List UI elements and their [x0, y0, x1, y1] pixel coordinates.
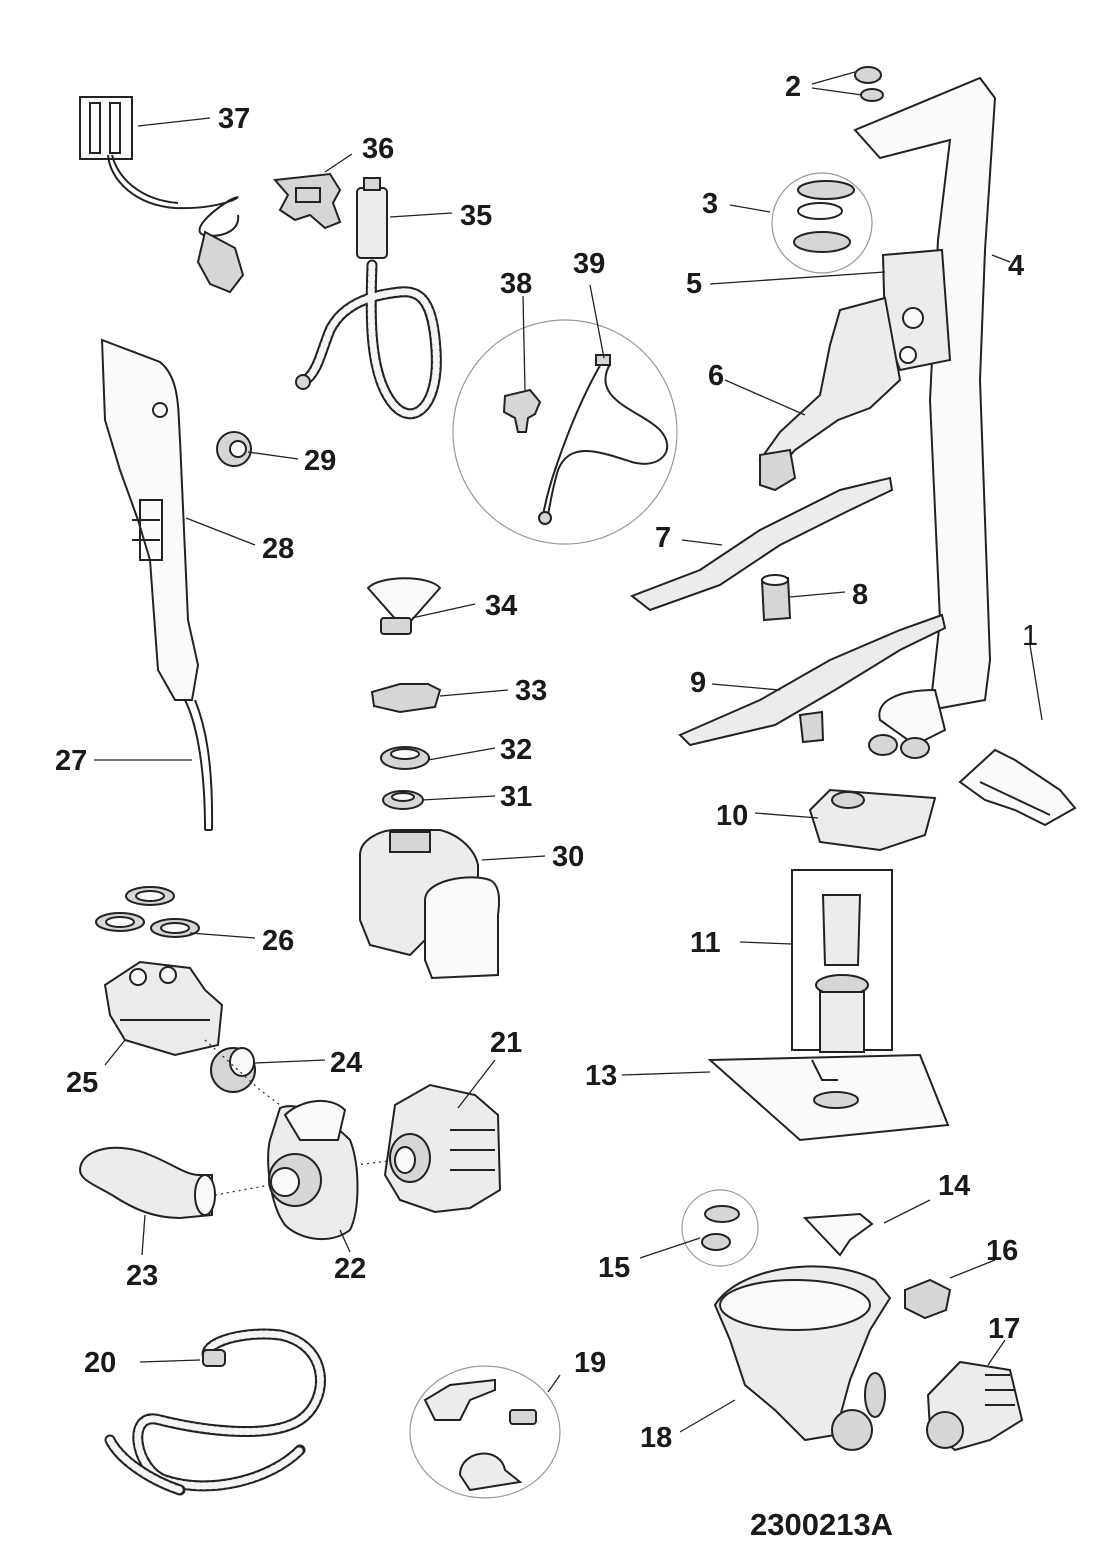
part-37-power-cord	[79, 96, 245, 294]
part-11-filter	[815, 894, 869, 1053]
label-37: 37	[218, 103, 250, 135]
part-27-drain-tube	[184, 699, 214, 831]
label-11: 11	[690, 927, 721, 959]
part-20-drain-hose	[104, 1328, 326, 1496]
part-35-inlet-hose	[295, 177, 442, 420]
label-13: 13	[585, 1060, 617, 1092]
label-31: 31	[500, 781, 532, 813]
part-1-clamp	[958, 748, 1077, 827]
label-39: 39	[573, 248, 605, 280]
label-10: 10	[716, 800, 748, 832]
part-10-bracket	[808, 788, 937, 852]
part-28-side-panel	[100, 338, 200, 701]
part-25-valve	[103, 960, 224, 1057]
part-9-lower-spray-arm	[678, 613, 947, 747]
part-19-float-switch	[423, 1378, 537, 1492]
label-3: 3	[702, 188, 718, 220]
label-9: 9	[690, 667, 706, 699]
label-33: 33	[515, 675, 547, 707]
part-4-supply-tube	[853, 76, 997, 759]
part-32-nut	[380, 746, 430, 770]
label-21: 21	[490, 1027, 522, 1059]
label-8: 8	[852, 579, 868, 611]
label-28: 28	[262, 533, 294, 565]
part-7-upper-spray-arm	[629, 476, 894, 612]
part-13-flat-filter	[707, 1053, 950, 1142]
label-29: 29	[304, 445, 336, 477]
part-5-connector	[881, 248, 952, 372]
part-6-spray-arm-holder	[758, 296, 902, 492]
part-26-seals	[95, 886, 200, 938]
label-6: 6	[708, 360, 724, 392]
part-2-nut	[854, 66, 884, 102]
label-25: 25	[66, 1067, 98, 1099]
label-22: 22	[334, 1253, 366, 1285]
label-4: 4	[1008, 250, 1024, 282]
label-5: 5	[686, 268, 702, 300]
label-36: 36	[362, 133, 394, 165]
label-32: 32	[500, 734, 532, 766]
part-24-sleeve	[210, 1047, 256, 1093]
part-23-elbow	[78, 1146, 216, 1220]
label-20: 20	[84, 1347, 116, 1379]
part-21-motor	[383, 1083, 502, 1214]
label-2: 2	[785, 71, 801, 103]
part-22-heater-pump	[267, 1099, 359, 1241]
label-1: 1	[1022, 620, 1038, 652]
label-14: 14	[938, 1170, 970, 1202]
part-39-small-hose	[538, 354, 669, 525]
part-8-nozzle	[760, 574, 792, 622]
part-16-valve	[904, 1278, 952, 1320]
part-14-clip	[802, 1212, 874, 1257]
label-30: 30	[552, 841, 584, 873]
part-3-spray-assembly	[793, 180, 855, 253]
label-23: 23	[126, 1260, 158, 1292]
part-17-drain-pump	[926, 1360, 1024, 1452]
part-29-ring	[216, 431, 252, 467]
label-16: 16	[986, 1235, 1018, 1267]
part-38-sensor	[502, 388, 542, 433]
label-24: 24	[330, 1047, 362, 1079]
part-30-salt-container	[359, 829, 500, 980]
label-17: 17	[988, 1313, 1020, 1345]
part-18-sump	[713, 1265, 892, 1451]
label-27: 27	[55, 745, 87, 777]
part-31-seal	[382, 790, 424, 810]
part-33-cap	[370, 683, 442, 714]
label-19: 19	[574, 1347, 606, 1379]
label-38: 38	[500, 268, 532, 300]
label-7: 7	[655, 522, 671, 554]
label-15: 15	[598, 1252, 630, 1284]
part-36-hose-clip	[272, 172, 342, 230]
label-18: 18	[640, 1422, 672, 1454]
label-35: 35	[460, 200, 492, 232]
label-26: 26	[262, 925, 294, 957]
label-34: 34	[485, 590, 517, 622]
diagram-code: 2300213A	[750, 1507, 893, 1542]
part-15-seal	[701, 1205, 740, 1251]
part-34-funnel	[366, 577, 442, 635]
